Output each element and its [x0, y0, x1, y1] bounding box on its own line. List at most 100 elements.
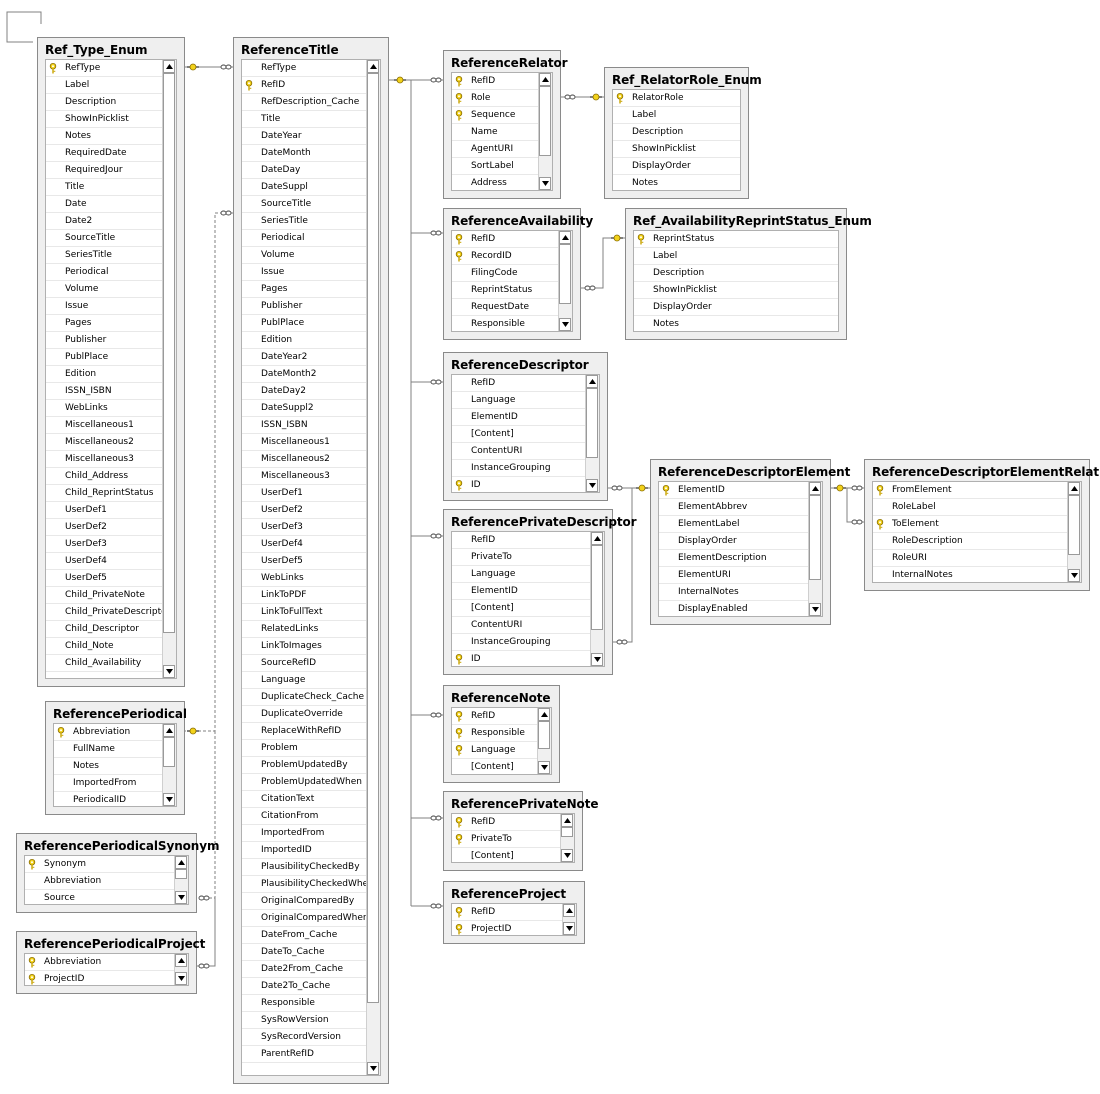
column-row[interactable]: ShowInPicklist — [634, 282, 838, 299]
column-row[interactable]: DateSuppl2 — [242, 400, 370, 417]
column-row[interactable]: CitationText — [242, 791, 370, 808]
scroll-up-arrow-icon[interactable] — [561, 814, 573, 827]
column-row[interactable]: ID — [452, 477, 589, 492]
column-row[interactable]: Notes — [613, 175, 740, 190]
scroll-thumb[interactable] — [175, 869, 187, 879]
column-row[interactable]: PrivateTo — [452, 549, 594, 566]
column-row[interactable]: DisplayOrder — [659, 533, 812, 550]
scroll-thumb[interactable] — [538, 721, 550, 749]
column-row[interactable]: PublPlace — [46, 349, 166, 366]
column-row[interactable]: [Content] — [452, 600, 594, 617]
column-row[interactable]: PlausibilityCheckedWhen — [242, 876, 374, 893]
column-row[interactable]: ElementID — [659, 482, 812, 499]
column-row[interactable]: Child_ReprintStatus — [46, 485, 166, 502]
column-row[interactable]: PlausibilityCheckedBy — [242, 859, 370, 876]
column-row[interactable]: Label — [634, 248, 838, 265]
scrollbar[interactable] — [560, 814, 574, 862]
scroll-down-arrow-icon[interactable] — [559, 318, 571, 331]
column-row[interactable]: SourceTitle — [242, 196, 370, 213]
column-row[interactable]: Responsible — [452, 725, 541, 742]
column-row[interactable]: Child_PrivateDescriptor — [46, 604, 170, 621]
column-row[interactable]: DateYear2 — [242, 349, 370, 366]
column-row[interactable]: DisplayEnabled — [659, 601, 812, 616]
column-row[interactable]: InternalNotes — [873, 567, 1071, 582]
column-row[interactable]: ProjectID — [452, 921, 566, 935]
column-row[interactable]: DateFrom_Cache — [242, 927, 370, 944]
column-row[interactable]: Notes — [46, 128, 166, 145]
column-row[interactable]: RefID — [452, 231, 562, 248]
column-row[interactable]: Name — [452, 124, 542, 141]
column-row[interactable]: Child_Note — [46, 638, 166, 655]
column-row[interactable]: RequiredJour — [46, 162, 166, 179]
column-row[interactable]: FilingCode — [452, 265, 562, 282]
scroll-down-arrow-icon[interactable] — [563, 922, 575, 935]
column-row[interactable]: SysRecordVersion — [242, 1029, 370, 1046]
column-row[interactable]: Title — [242, 111, 370, 128]
scrollbar[interactable] — [558, 231, 572, 331]
column-row[interactable]: Volume — [242, 247, 370, 264]
column-row[interactable]: ImportedID — [242, 842, 370, 859]
column-row[interactable]: Problem — [242, 740, 370, 757]
column-row[interactable]: RefID — [452, 532, 594, 549]
column-row[interactable]: DisplayOrder — [613, 158, 740, 175]
scroll-thumb[interactable] — [809, 495, 821, 580]
column-row[interactable]: Child_Availability — [46, 655, 166, 672]
column-row[interactable]: SourceRefID — [242, 655, 370, 672]
scroll-thumb[interactable] — [1068, 495, 1080, 555]
column-row[interactable]: DuplicateCheck_Cache — [242, 689, 370, 706]
scroll-thumb[interactable] — [163, 737, 175, 767]
column-row[interactable]: Description — [46, 94, 166, 111]
scroll-down-arrow-icon[interactable] — [538, 761, 550, 774]
column-row[interactable]: DisplayOrder — [634, 299, 838, 316]
column-row[interactable]: ContentURI — [452, 617, 594, 634]
column-row[interactable]: RelatedLinks — [242, 621, 370, 638]
column-row[interactable]: WebLinks — [46, 400, 166, 417]
column-row[interactable]: UserDef4 — [242, 536, 370, 553]
column-row[interactable]: DateMonth — [242, 145, 370, 162]
column-row[interactable]: DateDay2 — [242, 383, 370, 400]
column-row[interactable]: Publisher — [242, 298, 370, 315]
column-row[interactable]: Label — [46, 77, 166, 94]
column-row[interactable]: Language — [452, 566, 594, 583]
column-row[interactable]: RefID — [452, 708, 541, 725]
column-row[interactable]: Issue — [242, 264, 370, 281]
column-row[interactable]: Description — [634, 265, 838, 282]
column-row[interactable]: InstanceGrouping — [452, 460, 589, 477]
column-row[interactable]: PeriodicalID — [54, 792, 166, 806]
column-row[interactable]: Address — [452, 175, 542, 190]
scroll-down-arrow-icon[interactable] — [163, 793, 175, 806]
column-row[interactable]: Responsible — [452, 316, 562, 331]
column-row[interactable]: RefID — [452, 814, 564, 831]
column-row[interactable]: ISSN_ISBN — [242, 417, 370, 434]
column-row[interactable]: OriginalComparedWhen — [242, 910, 370, 927]
column-row[interactable]: RecordID — [452, 248, 562, 265]
column-row[interactable]: ProjectID — [25, 971, 178, 985]
scroll-up-arrow-icon[interactable] — [163, 724, 175, 737]
column-row[interactable]: CitationFrom — [242, 808, 370, 825]
column-row[interactable]: DateSuppl — [242, 179, 370, 196]
scroll-down-arrow-icon[interactable] — [163, 665, 175, 678]
column-row[interactable]: RefID — [242, 77, 370, 94]
column-row[interactable]: SortLabel — [452, 158, 542, 175]
scroll-thumb[interactable] — [586, 388, 598, 458]
column-row[interactable]: RefType — [46, 60, 166, 77]
column-row[interactable]: RelatorRole — [613, 90, 740, 107]
column-row[interactable]: ElementID — [452, 409, 589, 426]
column-row[interactable]: ISSN_ISBN — [46, 383, 166, 400]
scroll-up-arrow-icon[interactable] — [1068, 482, 1080, 495]
scroll-thumb[interactable] — [561, 827, 573, 837]
column-row[interactable]: Child_Address — [46, 468, 166, 485]
column-row[interactable]: DateTo_Cache — [242, 944, 370, 961]
column-row[interactable]: ProblemUpdatedBy — [242, 757, 370, 774]
column-row[interactable]: WebLinks — [242, 570, 370, 587]
